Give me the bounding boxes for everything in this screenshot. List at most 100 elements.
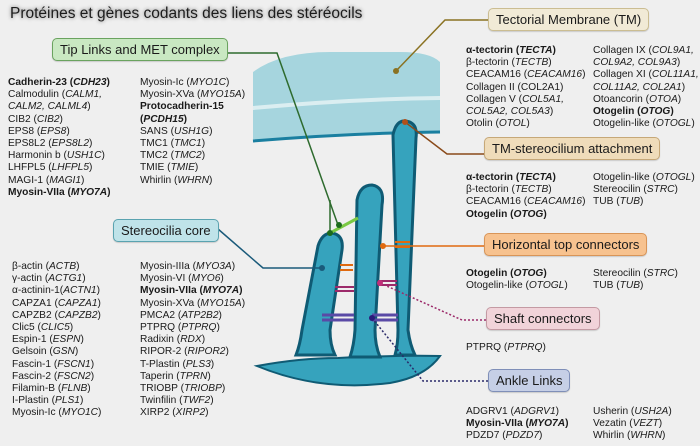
protein-name: Myosin-XVa ( bbox=[140, 89, 201, 101]
gene-list-item: Otoancorin (OTOA) bbox=[593, 94, 699, 106]
gene-symbol: MYO15A bbox=[200, 89, 242, 101]
gene-list-item: TMC2 (TMC2) bbox=[140, 150, 245, 162]
protein-name: γ-actin ( bbox=[12, 273, 49, 285]
gene-list-item: Radixin (RDX) bbox=[140, 334, 245, 346]
ankle-leader bbox=[371, 317, 488, 382]
gene-list-item: XIRP2 (XIRP2) bbox=[140, 407, 245, 419]
gene-list-item: Filamin-B (FLNB) bbox=[12, 383, 101, 395]
protein-name: Collagen V ( bbox=[466, 93, 523, 105]
gene-list-item: TMIE (TMIE) bbox=[140, 162, 245, 174]
stereocilium-short bbox=[293, 231, 344, 357]
tm-list-2: Collagen IX (COL9A1,COL9A2, COL9A3)Colla… bbox=[593, 45, 699, 130]
protein-name: Protocadherin-15 bbox=[140, 101, 224, 113]
protein-name: PDZD7 ( bbox=[466, 430, 506, 442]
closing-paren: ) bbox=[87, 101, 91, 113]
gene-list-item: Myosin-VIIa (MYO7A) bbox=[466, 418, 568, 430]
gene-list-item: CAPZA1 (CAPZA1) bbox=[12, 298, 101, 310]
ankle-list-2: Usherin (USH2A)Vezatin (VEZT)Whirlin (WH… bbox=[593, 406, 672, 443]
gene-symbol: COL5A1, bbox=[522, 93, 564, 105]
protein-name: β-tectorin ( bbox=[466, 57, 515, 69]
gene-symbol: LHFPL5 bbox=[51, 162, 89, 174]
closing-paren: ) bbox=[548, 57, 552, 69]
gene-list-item: Myosin-VIIa (MYO7A) bbox=[140, 285, 245, 297]
gene-symbol: ACTN1 bbox=[63, 285, 97, 297]
gene-list-item: Protocadherin-15 bbox=[140, 101, 245, 113]
gene-symbol: TRIOBP bbox=[183, 383, 222, 395]
gene-list-item: PTPRQ (PTPRQ) bbox=[466, 342, 546, 354]
gene-symbol: CIB2 bbox=[36, 113, 60, 125]
closing-paren: ) bbox=[548, 184, 552, 196]
protein-name: CAPZB2 ( bbox=[12, 309, 58, 321]
gene-list-item: Whirlin (WHRN) bbox=[593, 430, 672, 442]
gene-symbol: COL11A1, bbox=[651, 69, 699, 81]
gene-list-item: T-Plastin (PLS3) bbox=[140, 359, 245, 371]
protein-name: PMCA2 ( bbox=[140, 309, 182, 321]
tip-links-label: Tip Links and MET complex bbox=[52, 38, 228, 61]
protein-name: CAPZA1 ( bbox=[12, 297, 58, 309]
protein-name: Collagen II (COL2A1) bbox=[466, 81, 564, 93]
protein-name: Collagen IX ( bbox=[593, 45, 652, 56]
cuticular-plate bbox=[253, 354, 442, 387]
protein-name: Vezatin ( bbox=[593, 418, 633, 430]
htc-list-1: Otogelin (OTOG)Otogelin-like (OTOGL) bbox=[466, 268, 568, 292]
gene-list-item: COL5A2, COL5A3) bbox=[466, 106, 585, 118]
gene-symbol: CEACAM16 bbox=[527, 69, 583, 81]
protein-name: α-tectorin ( bbox=[466, 45, 520, 56]
closing-paren: ) bbox=[90, 358, 95, 370]
protein-name: PTPRQ ( bbox=[466, 342, 508, 353]
shaft-leader bbox=[379, 282, 486, 321]
protein-name: β-actin ( bbox=[12, 261, 49, 272]
closing-paren: ) bbox=[225, 346, 229, 358]
gene-list-item: β-tectorin (TECTB) bbox=[466, 184, 585, 196]
protein-name: Taperin ( bbox=[140, 370, 180, 382]
protein-name: Whirlin ( bbox=[593, 430, 631, 442]
gene-symbol: ADGRV1 bbox=[513, 406, 556, 417]
gene-symbol: PTPRQ bbox=[507, 342, 543, 353]
closing-paren: ) bbox=[183, 113, 188, 125]
gene-symbol: CLIC5 bbox=[40, 322, 70, 334]
gene-list-item: Otogelin (OTOG) bbox=[466, 209, 585, 221]
protein-name: MAGI-1 ( bbox=[8, 174, 50, 186]
gene-list-item: Collagen II (COL2A1) bbox=[466, 82, 585, 94]
protein-name: RIPOR-2 ( bbox=[140, 346, 188, 358]
gene-symbol: ESPN bbox=[52, 334, 81, 346]
gene-list-item: α-actinin-1(ACTN1) bbox=[12, 285, 101, 297]
closing-paren: ) bbox=[662, 430, 666, 442]
gene-symbol: CALM2, CALML4 bbox=[8, 101, 88, 113]
gene-list-item: α-tectorin (TECTA) bbox=[466, 45, 585, 57]
gene-symbol: MYO1C bbox=[61, 407, 99, 419]
closing-paren: ) bbox=[59, 113, 63, 125]
tma-list-1: α-tectorin (TECTA)β-tectorin (TECTB)CEAC… bbox=[466, 172, 585, 221]
protein-name: Otogelin-like ( bbox=[593, 118, 656, 130]
tma-list-2: Otogelin-like (OTOGL)Stereocilin (STRC)T… bbox=[593, 172, 695, 209]
closing-paren: ) bbox=[201, 150, 206, 162]
tm-attachment-label: TM-stereocilium attachment bbox=[484, 137, 661, 160]
protein-name: Otogelin-like ( bbox=[593, 172, 656, 183]
gene-symbol: MYO7A bbox=[70, 186, 108, 198]
gene-symbol: PLS3 bbox=[185, 358, 211, 370]
closing-paren: ) bbox=[555, 406, 560, 417]
tectorial-membrane-label: Tectorial Membrane (TM) bbox=[488, 8, 650, 31]
gene-symbol: MYO3A bbox=[196, 261, 232, 272]
gene-symbol: TMC2 bbox=[173, 150, 202, 162]
gene-list-item: Vezatin (VEZT) bbox=[593, 418, 672, 430]
closing-paren: ) bbox=[201, 138, 206, 150]
gene-list-item: Harmonin b (USH1C) bbox=[8, 150, 110, 162]
gene-symbol: XIRP2 bbox=[175, 407, 206, 419]
closing-paren: ) bbox=[89, 138, 93, 150]
gene-symbol: COL9A2, COL9A3 bbox=[593, 57, 677, 69]
protein-name: EPS8 ( bbox=[8, 125, 41, 137]
htc-list-2: Stereocilin (STRC)TUB (TUB) bbox=[593, 268, 678, 292]
gene-symbol: STRC bbox=[646, 268, 675, 279]
closing-paren: ) bbox=[82, 273, 86, 285]
gene-list-item: PTPRQ (PTPRQ) bbox=[140, 322, 245, 334]
diagram-title: Protéines et gènes codants des liens des… bbox=[10, 5, 363, 22]
closing-paren: ) bbox=[97, 309, 101, 321]
gene-symbol: MYO7A bbox=[202, 285, 240, 297]
gene-list-item: COL9A2, COL9A3) bbox=[593, 57, 699, 69]
protein-name: CEACAM16 ( bbox=[466, 196, 528, 208]
closing-paren: ) bbox=[668, 406, 672, 417]
gene-symbol: COL9A1, bbox=[651, 45, 694, 56]
gene-symbol: USH2A bbox=[634, 406, 669, 417]
